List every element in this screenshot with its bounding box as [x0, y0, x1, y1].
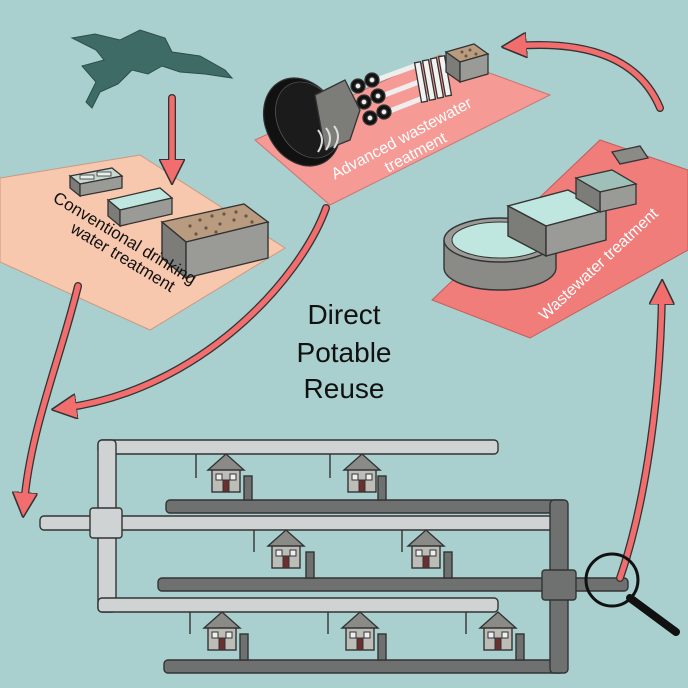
diagram-title-line2: Potable [297, 337, 392, 368]
house-icon [267, 529, 305, 569]
house-icon [341, 611, 379, 651]
treatment-tank-icon [160, 203, 270, 280]
house-icon [207, 453, 245, 493]
diagram-title-line1: Direct [307, 299, 380, 330]
diagram-title-line3: Reuse [304, 373, 385, 404]
house-icon [407, 529, 445, 569]
clean-water-network [39, 439, 561, 634]
house-icon [343, 453, 381, 493]
lake-icon [70, 29, 234, 109]
flow-arrow-icon [616, 292, 662, 582]
conventional-treatment-panel [0, 154, 286, 331]
house-icon [203, 611, 241, 651]
treatment-tank-icon [443, 217, 557, 291]
magnifier-icon [584, 552, 680, 636]
treatment-tank-icon [68, 167, 124, 198]
treatment-tank-icon [106, 187, 174, 228]
wastewater-network [157, 475, 629, 674]
membrane-vessel-icon [262, 77, 361, 167]
house-icon [479, 611, 517, 651]
treatment-tank-icon [574, 145, 650, 214]
membrane-vessel-icon [350, 43, 490, 126]
